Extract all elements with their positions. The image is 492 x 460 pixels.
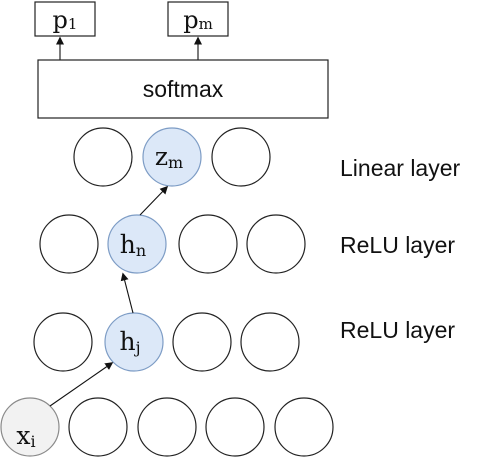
linear-node: [73, 127, 133, 187]
softmax-box: [37, 59, 329, 119]
relu-top-layer-label: ReLU layer: [340, 232, 455, 258]
input-node: [137, 397, 197, 457]
input-layer: xi: [0, 397, 334, 457]
arrow-hj-to-hn: [120, 272, 134, 314]
relu-top-node-hn: [107, 214, 167, 274]
relu-top-node: [39, 214, 99, 274]
linear-node: [211, 127, 271, 187]
linear-layer: zm: [73, 127, 271, 187]
node-zm-label: zm: [155, 142, 183, 172]
arrow-xi-to-hj: [49, 362, 114, 407]
output-p1: p1: [34, 1, 96, 37]
output-pm-box: [167, 1, 229, 37]
linear-layer-label: Linear layer: [340, 155, 461, 181]
node-xi-label: xi: [16, 421, 35, 451]
softmax-label: softmax: [143, 76, 224, 102]
relu-bottom-node: [33, 312, 93, 372]
input-node: [205, 397, 265, 457]
input-node: [274, 397, 334, 457]
output-pm: pm: [167, 1, 229, 37]
relu-top-node: [178, 214, 238, 274]
linear-node-zm: [142, 127, 202, 187]
input-node-xi: [0, 397, 60, 457]
output-pm-label: pm: [183, 6, 213, 34]
relu-bottom-node: [172, 312, 232, 372]
relu-bottom-node-hj: [104, 312, 164, 372]
input-node: [68, 397, 128, 457]
output-p1-label: p1: [53, 6, 78, 34]
node-hj-label: hj: [119, 327, 140, 357]
arrow-hn-to-zm: [139, 185, 169, 216]
relu-bottom-layer-label: ReLU layer: [340, 317, 455, 343]
node-hn-label: hn: [120, 230, 146, 260]
relu-layer-top: hn: [39, 214, 306, 274]
relu-top-node: [246, 214, 306, 274]
relu-bottom-node: [240, 312, 300, 372]
relu-layer-bottom: hj: [33, 312, 300, 372]
output-p1-box: [34, 1, 96, 37]
